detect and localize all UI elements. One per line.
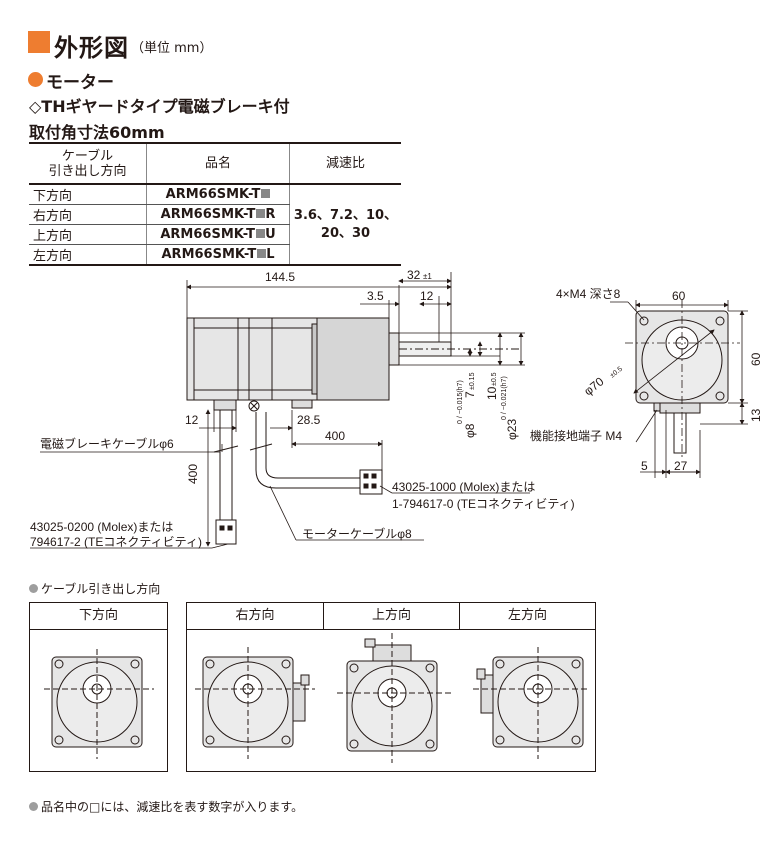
brake-connector: [215, 519, 237, 545]
orange-bullet-icon: [28, 72, 43, 87]
dim-7: 7: [463, 391, 477, 398]
dim-phi23-tol: 0 / −0.021(h7): [501, 376, 508, 420]
dim-10-tol: ±0.5: [491, 372, 498, 386]
direction-down-label: 下方向: [30, 603, 167, 630]
ratio-cell: 3.6、7.2、10、20、30: [289, 184, 401, 266]
front-ground-label: 機能接地端子 M4: [530, 428, 622, 443]
direction-left-label: 左方向: [460, 603, 595, 630]
dim-10: 10: [485, 386, 499, 400]
direction-box-down: 下方向: [29, 602, 168, 772]
grey-bullet-icon: [29, 584, 38, 593]
direction-up-label: 上方向: [324, 603, 460, 630]
direction-cell: 右方向: [29, 204, 147, 225]
view-left: [473, 647, 589, 759]
view-up: [337, 633, 451, 763]
directions-label: ケーブル引き出し方向: [29, 580, 160, 597]
dim-phi8-tol: 0 / −0.015(h7): [457, 380, 464, 424]
header-direction: ケーブル 引き出し方向: [29, 142, 147, 185]
dim-12-bottom: 12: [185, 413, 199, 427]
direction-box-group: 右方向 上方向 左方向: [186, 602, 596, 772]
header-model: 品名: [146, 142, 290, 185]
spec-table: ケーブル 引き出し方向 品名 減速比 下方向 ARM66SMK-T 3.6、7.…: [29, 142, 401, 266]
motor-body: [186, 317, 318, 401]
page-title: 外形図: [54, 34, 129, 62]
direction-right-label: 右方向: [187, 603, 324, 630]
header-ratio: 減速比: [289, 142, 401, 185]
output-shaft: [388, 332, 400, 366]
front-60-w: 60: [672, 289, 686, 303]
size-heading: 取付角寸法60mm: [29, 123, 165, 142]
direction-cell: 左方向: [29, 244, 147, 266]
label-conn-motor-1: 43025-1000 (Molex)または: [392, 480, 535, 494]
gearhead: [316, 317, 390, 401]
ground-screw-icon: [248, 400, 260, 412]
front-13: 13: [749, 408, 763, 422]
label-conn-brake-2: 794617-2 (TEコネクティビティ): [30, 535, 202, 549]
view-down: [44, 649, 154, 759]
label-brake-cable: 電磁ブレーキケーブルφ6: [40, 436, 174, 451]
dim-32-tol: ±1: [423, 272, 432, 281]
footnote: 品名中の□には、減速比を表す数字が入ります。: [29, 798, 303, 815]
motor-connector: [359, 469, 383, 495]
grey-bullet-icon: [29, 802, 38, 811]
label-conn-motor-2: 1-794617-0 (TEコネクティビティ): [392, 497, 575, 511]
direction-cell: 下方向: [29, 184, 147, 205]
dim-3-5: 3.5: [367, 289, 384, 303]
placeholder-square-icon: [261, 189, 271, 198]
front-5: 5: [641, 459, 648, 473]
dim-32: 32: [407, 268, 421, 282]
dim-phi8: φ8: [463, 423, 477, 438]
front-m4: 4×M4 深さ8: [556, 287, 621, 301]
front-60-h: 60: [749, 352, 763, 366]
title-marker: [28, 31, 50, 53]
type-heading: ◇THギヤードタイプ電磁ブレーキ付: [29, 97, 290, 116]
table-row: 下方向 ARM66SMK-T 3.6、7.2、10、20、30: [29, 184, 401, 266]
dim-7-tol: ±0.15: [469, 372, 476, 390]
model-cell: ARM66SMK-T: [146, 184, 290, 205]
front-phi70-tol: ±0.5: [609, 366, 624, 380]
view-right: [195, 647, 315, 759]
dim-400-h: 400: [325, 429, 345, 443]
placeholder-square-icon: [256, 229, 266, 238]
dim-total: 144.5: [265, 270, 295, 284]
label-conn-brake-1: 43025-0200 (Molex)または: [30, 520, 173, 534]
placeholder-square-icon: [256, 209, 266, 218]
unit-label: （単位 mm）: [131, 41, 213, 56]
dim-phi23: φ23: [505, 419, 519, 440]
dim-28-5: 28.5: [297, 413, 321, 427]
dim-400-v: 400: [186, 464, 200, 484]
front-phi70: φ70: [581, 374, 607, 398]
front-27: 27: [674, 459, 688, 473]
label-motor-cable: モーターケーブルφ8: [302, 526, 412, 541]
placeholder-square-icon: [257, 249, 267, 258]
direction-cell: 上方向: [29, 224, 147, 245]
outline-drawing: 144.5 32 ±1 3.5 12 12 28.5 400 400 7 ±0.…: [30, 268, 763, 549]
dim-12-top: 12: [420, 289, 434, 303]
motor-heading: モーター: [46, 73, 114, 93]
